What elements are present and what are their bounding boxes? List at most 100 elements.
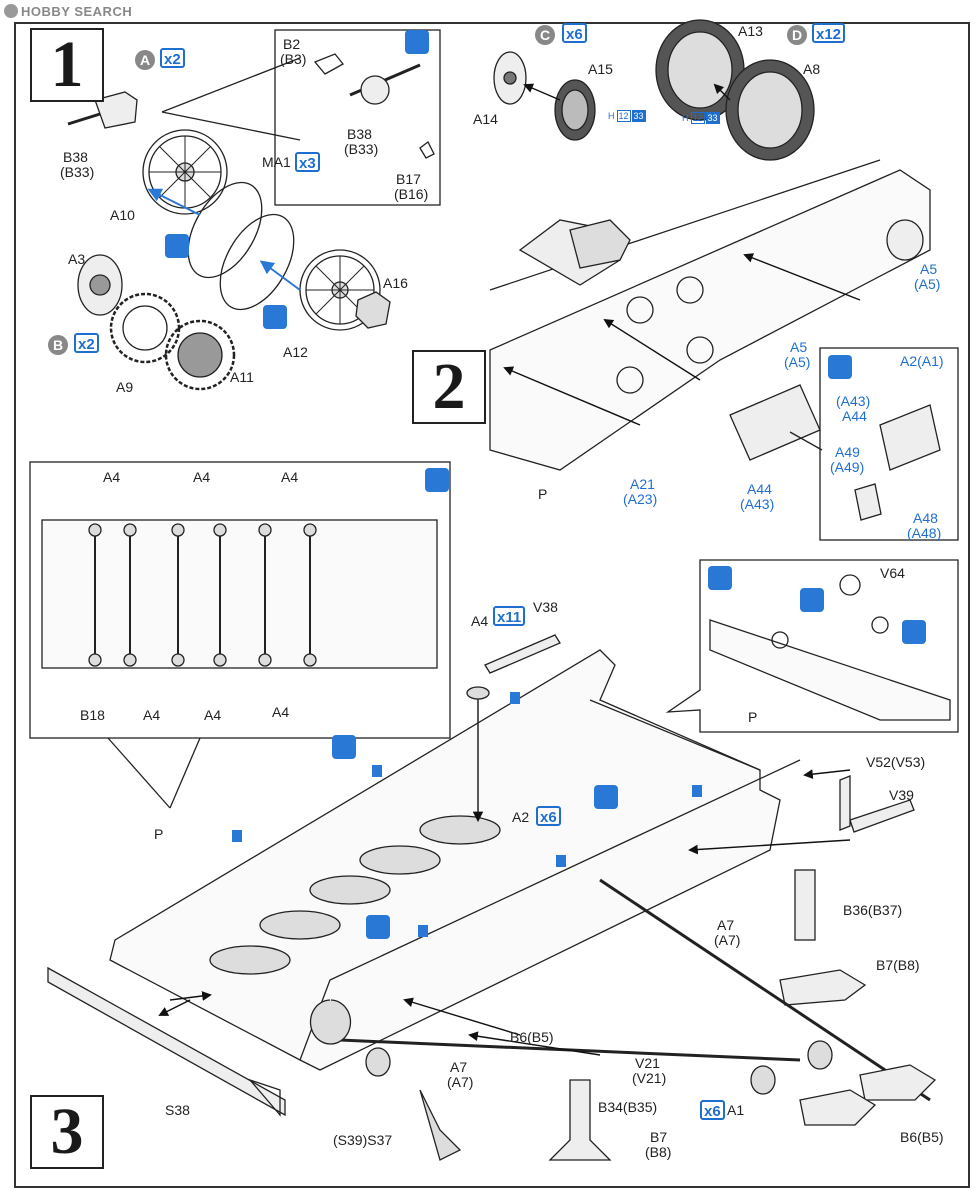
step2-hull xyxy=(489,159,959,541)
part-label: A8 xyxy=(803,61,821,77)
paint-code: 33 xyxy=(705,112,720,124)
subassembly-b-badge: B xyxy=(48,335,68,355)
part-label: A2(A1) xyxy=(900,353,944,369)
part-label: B6(B5) xyxy=(900,1129,944,1145)
part-label: B7(B8) xyxy=(876,957,920,973)
part-label: (V21) xyxy=(632,1070,667,1086)
part-label: B17 xyxy=(396,171,421,187)
paint-number: 12 xyxy=(690,112,705,124)
part-label: (B33) xyxy=(60,164,95,180)
step-number-2: 2 xyxy=(412,350,486,424)
part-label: A4 xyxy=(281,469,299,485)
part-label: (A7) xyxy=(714,932,741,948)
watermark-text: HOBBY SEARCH xyxy=(21,4,133,19)
part-label: (S39)S37 xyxy=(333,1132,393,1148)
part-label: A4 xyxy=(204,707,222,723)
part-label: A44 xyxy=(747,481,772,497)
part-label: A2 xyxy=(512,809,530,825)
part-label: A4 xyxy=(193,469,211,485)
part-label: (A43) xyxy=(740,496,775,512)
part-label: B7 xyxy=(650,1129,668,1145)
page-border xyxy=(14,22,970,1188)
part-label: MA1 xyxy=(262,154,291,170)
part-label: V38 xyxy=(533,599,558,615)
part-label: A4 xyxy=(103,469,121,485)
flip-over-icon xyxy=(366,915,390,939)
glue-bottle-icon xyxy=(405,30,429,54)
part-label: A15 xyxy=(588,61,613,77)
part-label: (A7) xyxy=(447,1074,474,1090)
part-label: (A5) xyxy=(784,354,811,370)
step3-inset-frame xyxy=(665,559,959,733)
road-wheel-parts xyxy=(493,19,815,161)
part-label: A5 xyxy=(790,339,808,355)
step3-hull xyxy=(47,634,937,1161)
subassembly-a-badge: A xyxy=(135,50,155,70)
a2-qty: x6 xyxy=(536,806,561,826)
part-label: A10 xyxy=(110,207,135,223)
part-label: A7 xyxy=(717,917,735,933)
watermark: HOBBY SEARCH xyxy=(4,4,132,19)
cement-drop-icon xyxy=(165,234,189,258)
subassembly-c-badge: C xyxy=(535,25,555,45)
part-label: P xyxy=(748,709,758,725)
glue-bottle-icon xyxy=(828,355,852,379)
paint-prefix: H xyxy=(682,113,689,123)
part-label: V64 xyxy=(880,565,905,581)
step-number-1: 1 xyxy=(30,28,104,102)
part-label: A21 xyxy=(630,476,655,492)
subassembly-a-qty: x2 xyxy=(160,48,185,68)
part-label: A4 xyxy=(272,704,290,720)
a1-qty: x6 xyxy=(700,1100,725,1120)
part-label: A1 xyxy=(727,1102,745,1118)
part-label: V21 xyxy=(635,1055,660,1071)
cement-drop-icon xyxy=(263,305,287,329)
part-label: B36(B37) xyxy=(843,902,903,918)
part-label: A13 xyxy=(738,23,763,39)
subassembly-b-qty: x2 xyxy=(74,333,99,353)
part-label: B6(B5) xyxy=(510,1029,554,1045)
part-label: (B16) xyxy=(394,186,429,202)
part-label: A16 xyxy=(383,275,408,291)
part-label: A7 xyxy=(450,1059,468,1075)
part-label: V39 xyxy=(889,787,914,803)
subassembly-d-badge: D xyxy=(787,25,807,45)
paint-number: 12 xyxy=(616,110,631,122)
part-label: (B33) xyxy=(344,141,379,157)
part-label: (A49) xyxy=(830,459,865,475)
part-label: A14 xyxy=(473,111,498,127)
part-label: A4 xyxy=(143,707,161,723)
part-label: A44 xyxy=(842,408,867,424)
part-label: (B3) xyxy=(280,51,307,67)
part-label: B38 xyxy=(347,126,372,142)
part-label: (A5) xyxy=(914,276,941,292)
part-label: V52(V53) xyxy=(866,754,926,770)
part-label: B34(B35) xyxy=(598,1099,658,1115)
part-label: A11 xyxy=(230,369,254,385)
paint-code: 33 xyxy=(631,110,646,122)
part-label: (B8) xyxy=(645,1144,672,1160)
step1-parts xyxy=(67,29,441,391)
step-number-3: 3 xyxy=(30,1095,104,1169)
subassembly-c-qty: x6 xyxy=(562,23,587,43)
logo-icon xyxy=(4,4,18,18)
part-label: A12 xyxy=(283,344,308,360)
paint-prefix: H xyxy=(608,111,615,121)
part-label: B38 xyxy=(63,149,88,165)
part-label: P xyxy=(538,486,548,502)
part-label: A4 xyxy=(471,613,489,629)
part-label: P xyxy=(154,826,164,842)
glue-bottle-icon xyxy=(425,468,449,492)
step3-detail-frame xyxy=(29,461,451,809)
grip-detail-icon xyxy=(332,735,356,759)
part-label: A3 xyxy=(68,251,86,267)
part-label: B2 xyxy=(283,36,301,52)
part-label: A5 xyxy=(920,261,938,277)
drill-icon xyxy=(902,620,926,644)
ma1-qty: x3 xyxy=(295,152,320,172)
a4-qty: x11 xyxy=(493,606,526,626)
part-label: B18 xyxy=(80,707,105,723)
